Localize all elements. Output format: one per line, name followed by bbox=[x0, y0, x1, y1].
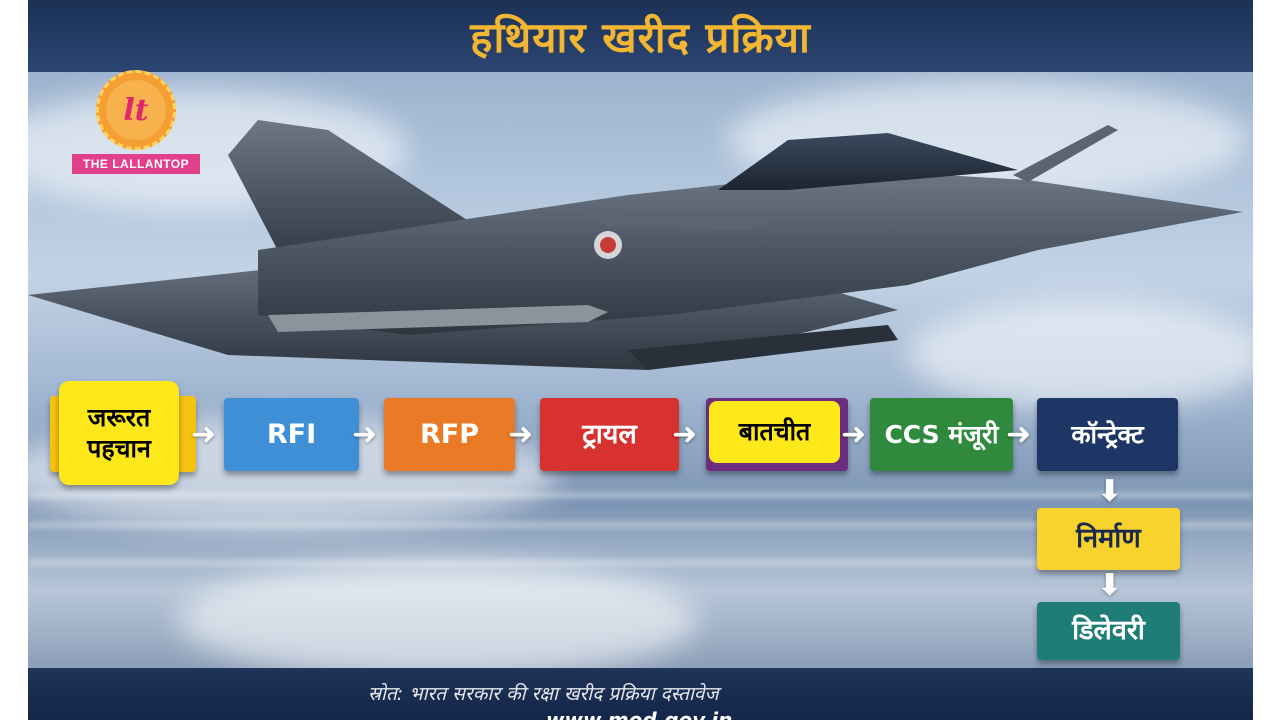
arrow-right-icon: ➜ bbox=[672, 417, 698, 452]
arrow-right-icon: ➜ bbox=[191, 417, 217, 452]
arrow-right-icon: ➜ bbox=[352, 417, 378, 452]
lallantop-logo: lt THE LALLANTOP bbox=[72, 68, 200, 176]
arrow-right-icon: ➜ bbox=[508, 417, 534, 452]
logo-name: THE LALLANTOP bbox=[72, 154, 200, 174]
step-delivery: डिलेवरी bbox=[1037, 602, 1180, 660]
page-title: हथियार खरीद प्रक्रिया bbox=[470, 12, 811, 62]
motion-streak bbox=[28, 522, 1253, 528]
step-manufacturing: निर्माण bbox=[1037, 508, 1180, 570]
arrow-right-icon: ➜ bbox=[1006, 417, 1032, 452]
step-need: जरूरत पहचान bbox=[59, 381, 179, 485]
step-trial: ट्रायल bbox=[540, 398, 679, 471]
arrow-down-icon: ⬇ bbox=[1097, 568, 1123, 603]
title-bar: हथियार खरीद प्रक्रिया bbox=[28, 0, 1253, 72]
motion-streak bbox=[28, 492, 1253, 498]
source-url: www.mod.gov.in bbox=[546, 708, 733, 720]
motion-streak bbox=[28, 560, 1128, 566]
logo-badge: lt bbox=[96, 70, 176, 150]
step-contract: कॉन्ट्रेक्ट bbox=[1037, 398, 1178, 471]
logo-monogram: lt bbox=[106, 80, 166, 140]
source-bar bbox=[28, 668, 1253, 720]
step-rfp: RFP bbox=[384, 398, 515, 471]
step-negotiation: बातचीत bbox=[709, 401, 840, 463]
cloud bbox=[908, 300, 1253, 410]
arrow-down-icon: ⬇ bbox=[1097, 474, 1123, 509]
cloud bbox=[178, 560, 698, 680]
source-caption: स्रोत: भारत सरकार की रक्षा खरीद प्रक्रिय… bbox=[368, 683, 719, 705]
step-rfi: RFI bbox=[224, 398, 359, 471]
arrow-right-icon: ➜ bbox=[841, 417, 867, 452]
fighter-jet-image bbox=[28, 120, 1243, 370]
step-ccs-approval: CCS मंजूरी bbox=[870, 398, 1013, 471]
